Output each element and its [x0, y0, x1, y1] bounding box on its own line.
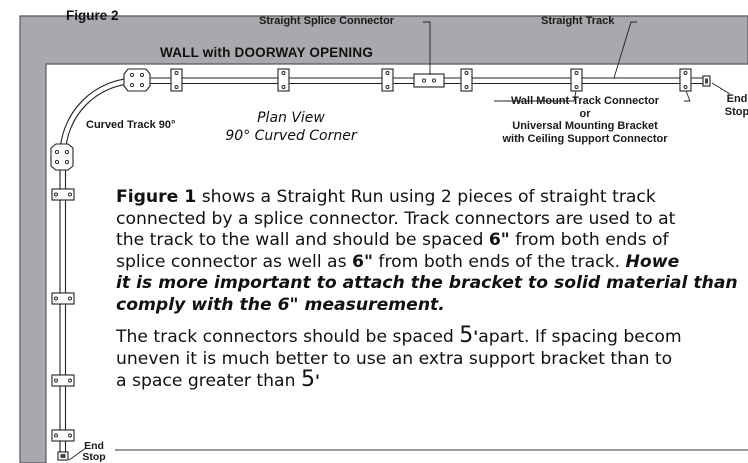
p2-line-1-five: 5 — [459, 323, 474, 348]
top-bracket-holes — [174, 71, 688, 89]
end-stop-right — [702, 75, 711, 87]
end-stop-right-line2: Stop — [724, 105, 748, 118]
end-stop-right-label: End Stop — [717, 93, 748, 118]
curve-joint-left — [50, 143, 74, 171]
p2-line-1-b: apart. If spacing becom — [478, 327, 682, 347]
p2-line-3-five: 5 — [300, 367, 315, 393]
p1-line-3: the track to the wall and should be spac… — [116, 230, 748, 252]
end-stop-left-label: End Stop — [74, 441, 114, 463]
vertical-bracket-holes — [54, 192, 72, 438]
wall — [19, 15, 748, 463]
top-brackets — [170, 68, 692, 92]
wall-mount-line2: or — [579, 107, 591, 120]
paragraph-figure-1: Figure 1 shows a Straight Run using 2 pi… — [116, 187, 748, 317]
curve-joint-top — [123, 68, 151, 92]
straight-track-vertical — [59, 155, 67, 455]
vertical-brackets — [51, 188, 75, 442]
p1-line-4-a: splice connector as well as — [116, 251, 353, 272]
end-stop-left-line1: End — [84, 440, 104, 452]
p2-line-1: The track connectors should be spaced 5'… — [116, 323, 748, 349]
end-stop-left — [57, 451, 69, 461]
p2-line-3-a: a space greater than — [116, 371, 301, 392]
splice-connector — [413, 73, 445, 88]
paragraph-spacing: The track connectors should be spaced 5'… — [116, 323, 748, 393]
p1-line-1-rest: shows a Straight Run using 2 pieces of s… — [196, 187, 656, 207]
wall-mount-line4: with Ceiling Support Connector — [502, 132, 668, 145]
p2-line-3-tick: ' — [314, 371, 320, 391]
wall-mount-label: Wall Mount Track Connector or Universal … — [460, 95, 710, 146]
figure-1-ref: Figure 1 — [116, 187, 197, 207]
p1-line-3-c: from both ends of — [509, 230, 669, 251]
p1-line-2: connected by a splice connector. Track c… — [116, 208, 676, 229]
plan-view-caption: Plan View 90° Curved Corner — [196, 110, 386, 145]
plan-view-line1: Plan View — [257, 110, 325, 126]
p1-line-4: splice connector as well as 6" from both… — [116, 252, 748, 274]
wall-label: WALL with DOORWAY OPENING — [160, 45, 374, 60]
wall-mount-line3: Universal Mounting Bracket — [512, 120, 658, 133]
wall-mount-line1: Wall Mount Track Connector — [510, 95, 660, 107]
curved-track-label: Curved Track 90° — [86, 119, 176, 131]
figure-title: Figure 2 — [66, 8, 119, 23]
p2-line-1-a: The track connectors should be spaced — [116, 327, 460, 347]
p1-line-3-a: the track to the wall and should be spac… — [116, 230, 489, 251]
leader-lines — [68, 21, 731, 461]
plan-view-line2: 90° Curved Corner — [225, 127, 357, 144]
straight-splice-label: Straight Splice Connector — [259, 15, 395, 27]
p1-line-4-c: from both ends of the track. — [372, 251, 626, 272]
p2-line-2: uneven it is much better to use an extra… — [116, 348, 673, 369]
end-stop-left-line2: Stop — [82, 451, 106, 463]
curved-track — [59, 77, 138, 156]
p2-line-3: a space greater than 5' — [116, 367, 748, 393]
straight-track-label: Straight Track — [541, 15, 615, 27]
p1-line-4-d: Howe — [625, 251, 680, 272]
p1-line-5: it is more important to attach the brack… — [116, 273, 738, 294]
p1-line-6: comply with the 6" measurement. — [116, 294, 445, 315]
end-stop-right-line1: End — [726, 93, 748, 105]
p1-line-4-b: 6" — [352, 251, 373, 272]
p1-line-3-b: 6" — [488, 230, 510, 251]
p2-line-1-tick: ' — [473, 327, 479, 346]
p1-line-1: Figure 1 shows a Straight Run using 2 pi… — [116, 187, 748, 209]
